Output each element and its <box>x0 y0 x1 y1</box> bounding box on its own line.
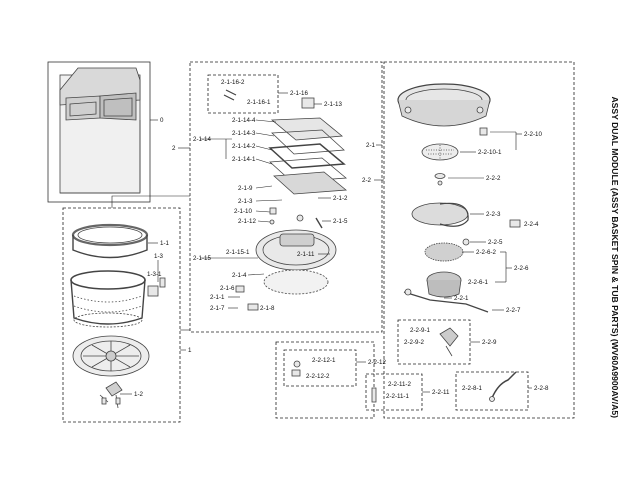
subsection-2-1-16-box <box>207 74 279 114</box>
callout-2-2-6: 2-2-6 <box>514 265 529 272</box>
callout-2-2-6-2: 2-2-6-2 <box>476 249 497 256</box>
callout-2-1-15: 2-1-15 <box>193 255 211 262</box>
subsection-2-2-12-outer-box <box>275 341 375 419</box>
callout-1-3-1: 1-3-1 <box>147 271 162 278</box>
callout-2-1-15-1-text: 2-1-15-1 <box>226 249 250 256</box>
section-2-box <box>189 61 383 333</box>
basket-cylinder-part <box>70 270 146 328</box>
callout-1-2: 1-2 <box>134 391 144 398</box>
callout-2-2-1: 2-2-1 <box>454 295 469 302</box>
callout-2-1-12: 2-1-12 <box>238 218 256 225</box>
callout-1-1: 1-1 <box>160 240 170 247</box>
callout-2-1-6: 2-1-6 <box>220 285 235 292</box>
callout-2-1-16-1: 2-1-16-1 <box>247 99 271 106</box>
filter-disc-part <box>421 143 459 161</box>
subsection-2-2-11-box <box>365 373 423 411</box>
control-panel-ring <box>255 214 337 271</box>
callout-2-2-5: 2-2-5 <box>488 239 503 246</box>
callout-2-1-14-4: 2-1-14-4 <box>232 117 256 124</box>
callout-2-2-9-2: 2-2-9-2 <box>404 339 425 346</box>
callout-2-1-14: 2-1-14 <box>193 136 211 143</box>
drain-hose-part <box>403 291 489 313</box>
callout-2-2-11-2: 2-2-11-2 <box>388 381 411 388</box>
impeller-cover-part <box>411 202 469 227</box>
callout-2-2-11-1: 2-2-11-1 <box>386 393 409 400</box>
callout-1-3: 1-3 <box>154 253 164 260</box>
callout-2-1-14-1: 2-1-14-1 <box>232 156 256 163</box>
gear-housing-part <box>424 242 464 298</box>
pulsator-part <box>72 335 150 377</box>
shaft-bracket-part <box>99 381 123 409</box>
callout-2-1-14-3: 2-1-14-3 <box>232 130 256 137</box>
washer-assembly-illustration <box>47 61 151 203</box>
callout-2-2-7: 2-2-7 <box>506 307 521 314</box>
callout-2-2-12-2: 2-2-12-2 <box>306 373 330 380</box>
callout-2-2-3: 2-2-3 <box>486 211 501 218</box>
callout-2-2-10-1: 2-2-10-1 <box>478 149 502 156</box>
callout-2-1-14-2: 2-1-14-2 <box>232 143 256 150</box>
subsection-2-2-12-box <box>283 349 357 387</box>
section-1-box <box>62 207 181 423</box>
subsection-2-2-8-box <box>455 371 529 411</box>
transparent-lid-part <box>263 269 329 295</box>
callout-2-1-5: 2-1-5 <box>333 218 348 225</box>
callout-2-2-9-1: 2-2-9-1 <box>410 327 431 334</box>
callout-2-2-11: 2-2-11 <box>432 389 450 396</box>
callout-2-2-10: 2-2-10 <box>524 131 542 138</box>
callout-2-2-2: 2-2-2 <box>486 175 501 182</box>
callout-2-2-4: 2-2-4 <box>524 221 539 228</box>
callout-2: 2 <box>172 145 176 152</box>
callout-0: 0 <box>160 117 164 124</box>
callout-2-1-10: 2-1-10 <box>234 208 252 215</box>
lid-glass-stack <box>268 117 348 195</box>
tub-cover-part <box>397 83 491 127</box>
callout-2-1-13: 2-1-13 <box>324 101 342 108</box>
callout-2-2-6-1: 2-2-6-1 <box>468 279 489 286</box>
subsection-2-2-9-box <box>397 319 471 365</box>
callout-2-1-4: 2-1-4 <box>232 272 247 279</box>
callout-2-1-1: 2-1-1 <box>210 294 225 301</box>
callout-2-1-9: 2-1-9 <box>238 185 253 192</box>
callout-2-2-9: 2-2-9 <box>482 339 497 346</box>
clip-part <box>147 285 159 297</box>
callout-2-1-3: 2-1-3 <box>238 198 253 205</box>
callout-2-1-7: 2-1-7 <box>210 305 225 312</box>
callout-2-2-12-1: 2-2-12-1 <box>312 357 336 364</box>
section-2-2-box <box>383 61 575 419</box>
callout-2-2-8: 2-2-8 <box>534 385 549 392</box>
diagram-title: ASSY DUAL MODULE (ASSY BASKET SPIN & TUB… <box>610 96 620 418</box>
basket-ring-part <box>71 223 149 259</box>
callout-2-1-2: 2-1-2 <box>333 195 348 202</box>
callout-1: 1 <box>188 347 192 354</box>
callout-2-1-16-2: 2-1-16-2 <box>221 79 245 86</box>
callout-2-1-8: 2-1-8 <box>260 305 275 312</box>
callout-2-2: 2-2 <box>362 177 372 184</box>
callout-2-2-12: 2-2-12 <box>368 359 386 366</box>
callout-2-2-8-1: 2-2-8-1 <box>462 385 483 392</box>
callout-2-1-16: 2-1-16 <box>290 90 308 97</box>
callout-2-1: 2-1 <box>366 142 376 149</box>
callout-2-1-11: 2-1-11 <box>297 251 315 258</box>
part-2-1-13 <box>301 97 315 109</box>
